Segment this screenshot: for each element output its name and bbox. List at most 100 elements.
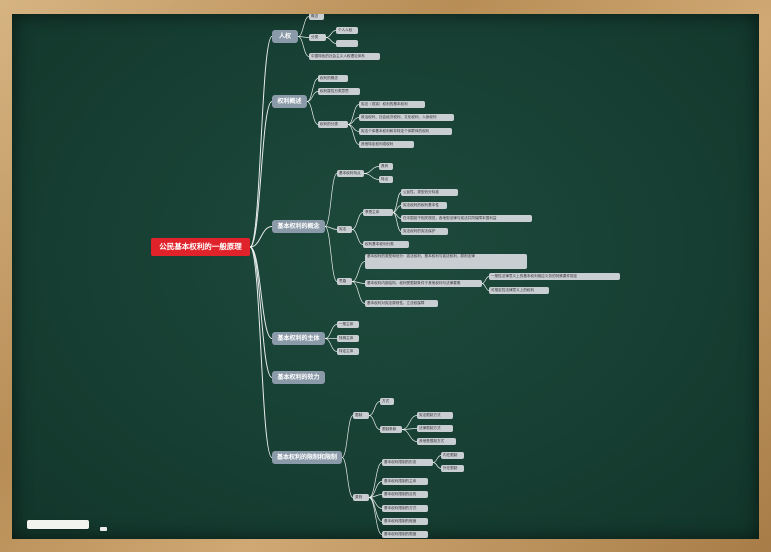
subtopic-2-4[interactable]: 宪法（或宪）权利的基本权利 bbox=[359, 101, 425, 108]
subtopic-3-1[interactable]: 基本权利特点 bbox=[337, 170, 364, 177]
connector-line bbox=[324, 338, 338, 352]
subtopic-3-11[interactable]: 思路 bbox=[337, 278, 352, 285]
subtopic-6-10[interactable]: 外在限制 bbox=[441, 465, 464, 472]
connector-line bbox=[401, 415, 418, 430]
subtopic-1-2[interactable]: 分类 bbox=[309, 34, 326, 41]
connector-line bbox=[325, 37, 337, 44]
connector-line bbox=[368, 462, 383, 498]
subtopic-1-4[interactable] bbox=[336, 40, 358, 47]
subtopic-6-12[interactable]: 基本权利限制的目的 bbox=[382, 491, 428, 498]
subtopic-3-14[interactable]: 一般性法律意义上的基本权利相应义务的特殊要件规定 bbox=[489, 273, 620, 280]
subtopic-6-7[interactable]: 原则 bbox=[353, 494, 369, 501]
subtopic-2-2[interactable]: 权利属性分类意思 bbox=[318, 88, 360, 95]
connector-line bbox=[481, 283, 490, 291]
connector-line bbox=[368, 481, 383, 498]
connector-line bbox=[363, 166, 380, 174]
subtopic-6-15[interactable]: 基本权利限制的限度 bbox=[382, 531, 428, 538]
chalk-eraser bbox=[27, 520, 89, 529]
subtopic-3-13[interactable]: 基本权利内部结构，权利受限制条件于其他权利与法律要素 bbox=[365, 280, 482, 287]
subtopic-3-10[interactable]: 权利基本权利分类 bbox=[363, 241, 409, 248]
subtopic-4-2[interactable]: 特殊主体 bbox=[337, 335, 359, 342]
connector-line bbox=[306, 78, 319, 102]
connector-lines bbox=[249, 16, 490, 535]
branch-topic-2[interactable]: 权利概述 bbox=[272, 95, 307, 108]
subtopic-3-16[interactable]: 基本权利对宪法原则性，立法权保障 bbox=[365, 300, 438, 307]
connector-line bbox=[347, 124, 360, 145]
connector-line bbox=[249, 246, 273, 378]
subtopic-3-15[interactable]: 可推定性法律意义上的权利 bbox=[489, 287, 549, 294]
connector-line bbox=[249, 246, 273, 339]
subtopic-6-4[interactable]: 宪法限制方式 bbox=[417, 412, 453, 419]
subtopic-6-2[interactable]: 方式 bbox=[380, 398, 394, 405]
connector-line bbox=[249, 226, 273, 248]
connector-line bbox=[351, 229, 364, 245]
connector-line bbox=[306, 91, 319, 102]
connector-line bbox=[341, 457, 354, 498]
connector-line bbox=[401, 429, 418, 442]
connector-line bbox=[347, 104, 360, 125]
connector-line bbox=[324, 226, 338, 282]
connector-line bbox=[306, 101, 319, 125]
connector-line bbox=[249, 36, 273, 248]
subtopic-3-12[interactable]: 基本权利的类型和划分：宪法权利，基本权利与宪法权利，原则法律 bbox=[365, 254, 527, 269]
connector-line bbox=[351, 261, 366, 282]
connector-line bbox=[347, 117, 360, 125]
subtopic-3-3[interactable]: 特点 bbox=[379, 176, 393, 183]
subtopic-2-1[interactable]: 权利的概念 bbox=[318, 75, 348, 82]
connector-line bbox=[297, 36, 310, 38]
branch-topic-1[interactable]: 人权 bbox=[272, 30, 298, 43]
connector-line bbox=[341, 415, 354, 458]
subtopic-2-5[interactable]: 政治权利、社会经济权利、文化权利、人身权利 bbox=[359, 114, 454, 121]
connector-line bbox=[324, 324, 338, 339]
connector-line bbox=[249, 101, 273, 248]
subtopic-2-6[interactable]: 宪法个体基本权利和非特定个体群体的权利 bbox=[359, 128, 452, 135]
connector-line bbox=[324, 173, 338, 227]
connector-line bbox=[351, 212, 364, 230]
subtopic-4-1[interactable]: 一般主体 bbox=[337, 321, 359, 328]
connector-line bbox=[351, 281, 366, 304]
subtopic-3-9[interactable]: 宪法权利的宪法保护 bbox=[401, 228, 448, 235]
subtopic-3-8[interactable]: 在中国若干相关规范，各地型法律与宪法共同保障本国利益 bbox=[401, 215, 532, 222]
subtopic-3-7[interactable]: 宪法权利的权利基本性 bbox=[401, 202, 447, 209]
subtopic-3-4[interactable]: 宪法 bbox=[337, 226, 352, 233]
subtopic-6-9[interactable]: 内在限制 bbox=[441, 452, 464, 459]
connector-line bbox=[432, 462, 442, 469]
subtopic-3-2[interactable]: 具有 bbox=[379, 163, 393, 170]
subtopic-1-1[interactable]: 概念 bbox=[309, 14, 324, 20]
connector-line bbox=[363, 173, 380, 180]
chalk-piece bbox=[100, 527, 107, 531]
subtopic-6-3[interactable]: 限制条款 bbox=[380, 426, 402, 433]
subtopic-6-1[interactable]: 限制 bbox=[353, 412, 369, 419]
branch-topic-3[interactable]: 基本权利的概念 bbox=[272, 220, 325, 233]
connector-line bbox=[297, 16, 310, 37]
subtopic-3-5[interactable]: 享受主体 bbox=[363, 209, 393, 216]
connector-line bbox=[392, 212, 402, 232]
connector-line bbox=[325, 30, 337, 38]
connector-line bbox=[368, 415, 381, 430]
branch-topic-6[interactable]: 基本权利的限制和限制 bbox=[272, 451, 342, 464]
chalkboard-canvas: 公民基本权利的一般原理人权权利概述基本权利的概念基本权利的主体基本权利的效力基本… bbox=[12, 14, 759, 539]
subtopic-3-6[interactable]: 公民性、类型划分标准 bbox=[401, 189, 458, 196]
subtopic-4-3[interactable]: 特定主体 bbox=[337, 348, 359, 355]
connector-line bbox=[432, 455, 442, 463]
subtopic-6-13[interactable]: 基本权利限制的方式 bbox=[382, 505, 428, 512]
subtopic-2-7[interactable]: 其他特定权利或权利 bbox=[359, 141, 414, 148]
branch-topic-4[interactable]: 基本权利的主体 bbox=[272, 332, 325, 345]
subtopic-1-3[interactable]: 个人人权 bbox=[336, 27, 358, 34]
connector-line bbox=[368, 401, 381, 416]
subtopic-6-6[interactable]: 其他受限制方式 bbox=[417, 438, 456, 445]
subtopic-6-5[interactable]: 法律限制方式 bbox=[417, 425, 453, 432]
connector-line bbox=[297, 36, 310, 57]
connector-line bbox=[249, 246, 273, 458]
connector-line bbox=[368, 497, 383, 535]
subtopic-2-3[interactable]: 权利的分类 bbox=[318, 121, 348, 128]
branch-topic-5[interactable]: 基本权利的效力 bbox=[272, 371, 325, 384]
subtopic-6-11[interactable]: 基本权利限制的主体 bbox=[382, 478, 428, 485]
connector-line bbox=[392, 192, 402, 213]
central-topic[interactable]: 公民基本权利的一般原理 bbox=[151, 238, 250, 256]
subtopic-1-5[interactable]: 中国特色的社会主义人权理论体系 bbox=[309, 53, 380, 60]
connector-line bbox=[481, 276, 490, 284]
subtopic-6-8[interactable]: 基本权利限制的形态 bbox=[382, 459, 433, 466]
connector-line bbox=[324, 226, 338, 230]
subtopic-6-14[interactable]: 基本权利限制的程度 bbox=[382, 518, 428, 525]
